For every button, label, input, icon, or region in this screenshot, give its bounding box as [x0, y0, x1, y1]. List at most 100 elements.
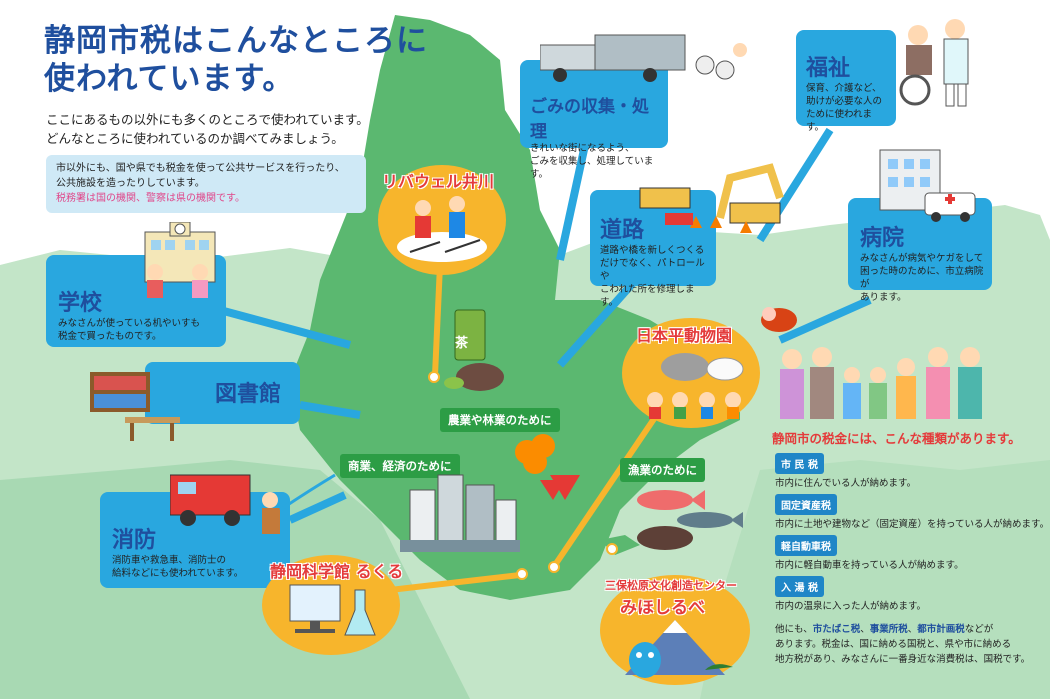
marker-ribawell — [428, 371, 440, 383]
intro-line-2: どんなところに使われているのか調べてみましょう。 — [46, 131, 344, 146]
tax-header: 静岡市の税金には、こんな種類があります。 — [772, 431, 1021, 446]
welfare-desc-3: ために使われます。 — [806, 109, 873, 133]
road-box: 道路 道路や橋を新しくつくる だけでなく、パトロールや こわれた所を修理します。 — [590, 190, 716, 308]
family-people-icon — [780, 347, 982, 419]
tax-item-1: 固定資産税 — [775, 494, 837, 515]
connector-garbage — [556, 144, 589, 261]
hospital-title: 病院 — [860, 226, 905, 251]
fire-desc-2: 給料などにも使われています。 — [112, 568, 244, 579]
info-note: 市以外にも、国や県でも税金を使って公共サービスを行ったり、 公共施設を造ったりし… — [46, 155, 366, 213]
fishery-label: 漁業のために — [620, 458, 705, 482]
connector-hospital — [778, 296, 872, 344]
tax-footer-tax3: 都市計画税 — [917, 624, 965, 635]
tax-footer-line-3: 地方税があり、みなさんに一番身近な消費税は、国税です。 — [775, 654, 1031, 665]
zoo-animals-icon — [647, 353, 744, 419]
tax-name-0: 市 民 税 — [775, 453, 824, 474]
fire-engine-icon — [170, 473, 336, 534]
garbage-truck-icon — [540, 34, 747, 82]
road-desc-2: だけでなく、パトロールや — [600, 258, 705, 282]
page-title: 静岡市税はこんなところに 使われています。 — [44, 22, 464, 98]
skiers-icon — [397, 196, 487, 262]
tax-footer-tax2: 事業所税 — [869, 624, 908, 635]
wheelchair-caregiver-icon — [899, 19, 969, 107]
marker-miho — [606, 543, 618, 555]
welfare-desc-2: 助けが必要な人の — [806, 96, 883, 107]
hospital-desc-2: 困った時のために、市立病院が — [860, 266, 984, 290]
tax-item-2: 軽自動車税 — [775, 535, 837, 556]
tax-panel: 静岡市の税金には、こんな種類があります。 — [772, 428, 1042, 447]
tax-footer-sep2: 、 — [907, 624, 918, 635]
tea-label: 茶 — [455, 336, 469, 351]
connector-road — [557, 272, 643, 368]
commerce-label: 商業、経済のために — [340, 454, 460, 478]
tax-name-3: 入 湯 税 — [775, 576, 824, 597]
garbage-desc-1: きれいな街になるよう、 — [530, 143, 635, 154]
tax-desc-3: 市内の温泉に入った人が納めます。 — [775, 601, 927, 612]
citrus-strawberry-icon — [515, 434, 580, 500]
welfare-desc-1: 保育、介護など、 — [806, 83, 882, 94]
science-title: 静岡科学館 るくる — [270, 562, 404, 581]
school-desc-2: 税金で買ったものです。 — [58, 331, 162, 342]
hospital-desc-1: みなさんが病気やケガをして — [860, 253, 984, 264]
title-line-1: 静岡市税はこんなところに — [44, 23, 428, 59]
tax-item-0: 市 民 税 — [775, 453, 824, 474]
welfare-box: 福祉 保育、介護など、 助けが必要な人の ために使われます。 — [796, 30, 896, 133]
library-box: 図書館 — [145, 362, 300, 424]
outer-region-right — [700, 460, 1050, 699]
school-desc-1: みなさんが使っている机やいすも — [58, 318, 201, 329]
intro-text: ここにあるもの以外にも多くのところで使われています。 どんなところに使われている… — [46, 110, 436, 148]
road-desc-3: こわれた所を修理します。 — [600, 284, 695, 308]
school-building-icon — [144, 222, 216, 298]
note-line-3: 税務署は国の機関、警察は県の機関です。 — [56, 193, 245, 204]
garbage-title: ごみの収集・処理 — [530, 97, 649, 142]
tax-desc-2: 市内に軽自動車を持っている人が納めます。 — [775, 560, 964, 571]
connector-science — [389, 572, 521, 593]
road-desc-1: 道路や橋を新しくつくる — [600, 245, 705, 256]
miho-mascot-fuji-icon — [625, 620, 733, 678]
intro-line-1: ここにあるもの以外にも多くのところで使われています。 — [46, 112, 369, 127]
tax-footer-post: などが — [964, 624, 994, 635]
agri-label: 農業や林業のために — [440, 408, 560, 432]
garbage-desc-2: ごみを収集し、処理しています。 — [530, 156, 654, 180]
road-title: 道路 — [600, 218, 645, 243]
fire-title: 消防 — [112, 528, 157, 553]
tax-footer-pre: 他にも、 — [775, 624, 813, 635]
welfare-title: 福祉 — [806, 56, 851, 81]
library-title: 図書館 — [215, 382, 282, 407]
title-line-2: 使われています。 — [44, 61, 295, 97]
construction-excavator-icon — [639, 163, 784, 233]
fire-desc-1: 消防車や救急車、消防士の — [112, 555, 227, 566]
school-title: 学校 — [58, 291, 103, 316]
note-line-1: 市以外にも、国や県でも税金を使って公共サービスを行ったり、 — [56, 163, 345, 174]
tax-desc-1: 市内に土地や建物など（固定資産）を持っている人が納めます。 — [775, 519, 1050, 530]
connector-zoo — [552, 408, 663, 567]
marker-zoo — [548, 561, 560, 573]
school-box: 学校 みなさんが使っている机やいすも 税金で買ったものです。 — [46, 255, 226, 347]
marker-science — [516, 568, 528, 580]
connector-school — [218, 306, 352, 349]
red-panda-icon — [761, 307, 797, 332]
tea-can-teapot-icon — [444, 309, 504, 391]
hospital-building-icon — [879, 149, 976, 222]
tax-footer-sep1: 、 — [860, 624, 870, 635]
connector-ribawell — [432, 264, 443, 376]
miho-title-2: みほしるべ — [620, 598, 705, 618]
tax-item-3: 入 湯 税 — [775, 576, 824, 597]
fish-icon — [637, 490, 743, 550]
ribawell-title: リバウェル井川 — [382, 172, 495, 191]
miho-title-1: 三保松原文化創造センター — [605, 579, 737, 592]
city-buildings-icon — [400, 474, 520, 552]
tax-footer-line-1: 他にも、市たばこ税、事業所税、都市計画税などが — [775, 622, 1045, 637]
tax-footer-line-2: あります。税金は、国に納める国税と、県や市に納める — [775, 639, 1012, 650]
science-lab-icon — [289, 584, 376, 636]
library-bookshelf-icon — [90, 372, 180, 441]
tax-desc-0: 市内に住んでいる人が納めます。 — [775, 478, 917, 489]
tax-name-2: 軽自動車税 — [775, 535, 837, 556]
note-line-2: 公共施設を造ったりしています。 — [56, 178, 205, 189]
hospital-desc-3: あります。 — [860, 292, 907, 303]
connector-library — [299, 401, 361, 419]
connector-fire — [288, 491, 347, 524]
tax-footer-tax1: 市たばこ税 — [812, 624, 861, 635]
tax-footer: 他にも、市たばこ税、事業所税、都市計画税などが あります。税金は、国に納める国税… — [775, 622, 1045, 667]
